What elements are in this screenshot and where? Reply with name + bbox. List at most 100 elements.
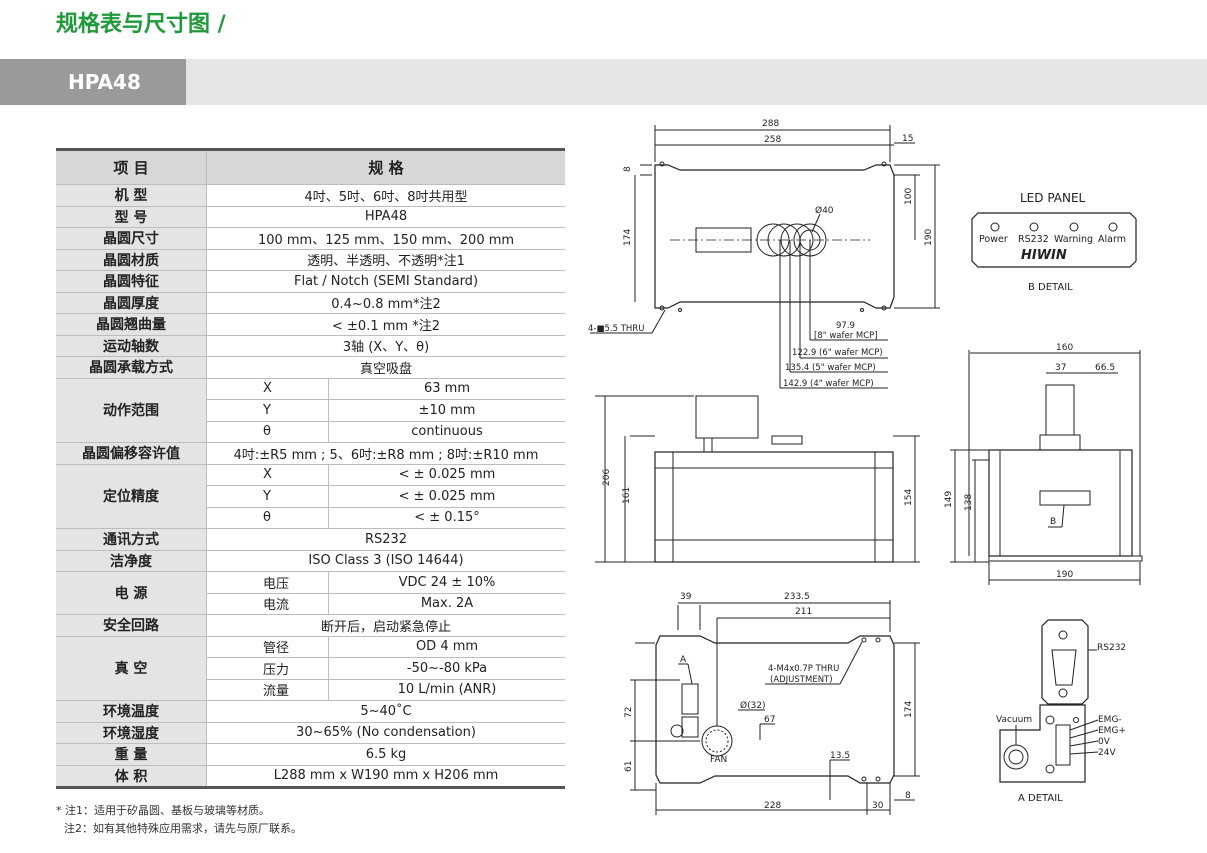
top-view: 288 258 15 8 174 100 190 Ø40 4-■5.5 THRU… (588, 119, 940, 389)
row-label: 晶圆厚度 (56, 292, 207, 314)
row-label: 型 号 (56, 206, 207, 228)
led-power: Power (979, 234, 1008, 245)
note-2: 注2：如有其他特殊应用需求，请先与原厂联系。 (64, 822, 302, 835)
mcp-4: 142.9 (4" wafer MCP) (783, 379, 874, 389)
dim-phi40: Ø40 (815, 205, 834, 216)
led-panel-title: LED PANEL (1020, 191, 1086, 205)
row-label: 晶圆翘曲量 (56, 313, 207, 336)
led-rs232: RS232 (1018, 234, 1049, 245)
sub-value: Max. 2A (328, 593, 565, 615)
fan-label: FAN (710, 755, 727, 765)
detail-b-tag: B (1050, 517, 1056, 527)
a-detail-caption: A DETAIL (1018, 793, 1063, 804)
row-label: 晶圆偏移容许值 (56, 442, 207, 465)
row-value: 4吋、5吋、6吋、8吋共用型 (206, 184, 565, 207)
row-label: 电 源 (56, 571, 207, 615)
row-value: 0.4~0.8 mm*注2 (206, 292, 565, 314)
sub-value: < ± 0.025 mm (328, 464, 565, 486)
row-value: 6.5 kg (206, 743, 565, 766)
a-detail: RS232 Vacuum EMG- EMG+ 0V 24V A DETAIL (996, 619, 1126, 804)
b-detail-caption: B DETAIL (1028, 282, 1073, 293)
row-value: 断开后，启动紧急停止 (206, 614, 565, 637)
dim-66-5: 66.5 (1095, 363, 1115, 373)
sub-value: 10 L/min (ANR) (328, 679, 565, 701)
header-item: 项 目 (56, 148, 207, 185)
dim-206: 206 (602, 469, 612, 486)
table-row: 压力-50~-80 kPa (56, 657, 565, 680)
dim-161: 161 (622, 487, 632, 504)
sub-value: continuous (328, 421, 565, 443)
0v-label: 0V (1098, 737, 1111, 747)
dim-174-bottom: 174 (904, 701, 914, 718)
dim-288: 288 (762, 119, 779, 129)
table-row: Y< ± 0.025 mm (56, 485, 565, 508)
dim-61: 61 (624, 761, 634, 772)
dim-211: 211 (795, 607, 812, 617)
row-label: 机 型 (56, 184, 207, 207)
dim-holes: 4-■5.5 THRU (588, 324, 644, 334)
row-value: ISO Class 3 (ISO 14644) (206, 550, 565, 572)
sub-label: X (206, 464, 329, 486)
row-label: 定位精度 (56, 464, 207, 529)
sub-value: ±10 mm (328, 399, 565, 422)
dim-8-bottom: 8 (905, 791, 911, 801)
dim-67: 67 (764, 715, 775, 725)
sub-value: OD 4 mm (328, 636, 565, 658)
row-label: 洁净度 (56, 550, 207, 572)
dim-190: 190 (924, 229, 934, 246)
row-value: 4吋:±R5 mm ; 5、6吋:±R8 mm ; 8吋:±R10 mm (206, 442, 565, 465)
sub-label: 电压 (206, 571, 329, 594)
row-label: 真 空 (56, 636, 207, 701)
note-1: * 注1：适用于矽晶圆、基板与玻璃等材质。 (56, 804, 270, 817)
emg-plus-label: EMG+ (1098, 726, 1126, 736)
dim-138: 138 (964, 494, 974, 511)
table-row: Y±10 mm (56, 399, 565, 422)
table-row: 晶圆承载方式真空吸盘 (56, 356, 565, 379)
dim-39: 39 (680, 592, 692, 602)
dim-233-5: 233.5 (784, 592, 810, 602)
table-row: 晶圆材质透明、半透明、不透明*注1 (56, 249, 565, 271)
footnotes: * 注1：适用于矽晶圆、基板与玻璃等材质。 注2：如有其他特殊应用需求，请先与原… (56, 802, 302, 838)
row-label: 重 量 (56, 743, 207, 766)
sub-value: VDC 24 ± 10% (328, 571, 565, 594)
row-label: 通讯方式 (56, 528, 207, 551)
sub-value: -50~-80 kPa (328, 657, 565, 680)
24v-label: 24V (1098, 748, 1116, 758)
side-view: 160 37 66.5 149 138 190 B (944, 343, 1143, 585)
dim-8: 8 (623, 166, 633, 172)
row-value: Flat / Notch (SEMI Standard) (206, 270, 565, 293)
dim-174: 174 (623, 229, 633, 246)
row-label: 晶圆特征 (56, 270, 207, 293)
sub-label: θ (206, 421, 329, 443)
detail-a-tag: A (680, 655, 687, 665)
mcp-6: 122.9 (6" wafer MCP) (792, 348, 883, 358)
table-row: 安全回路断开后，启动紧急停止 (56, 614, 565, 637)
model-bar: HPA48 (0, 59, 1207, 105)
dim-phi32: Ø(32) (740, 700, 766, 711)
front-view: 206 161 154 (595, 395, 920, 563)
rs232-label: RS232 (1097, 643, 1126, 653)
row-label: 体 积 (56, 765, 207, 789)
row-value: L288 mm x W190 mm x H206 mm (206, 765, 565, 789)
mcp-8-label: [8" wafer MCP] (814, 331, 878, 341)
row-value: 100 mm、125 mm、150 mm、200 mm (206, 227, 565, 250)
dim-149: 149 (944, 491, 954, 508)
row-label: 晶圆承载方式 (56, 356, 207, 379)
mcp-8: 97.9 (836, 321, 855, 331)
row-value: 30~65% (No condensation) (206, 722, 565, 744)
